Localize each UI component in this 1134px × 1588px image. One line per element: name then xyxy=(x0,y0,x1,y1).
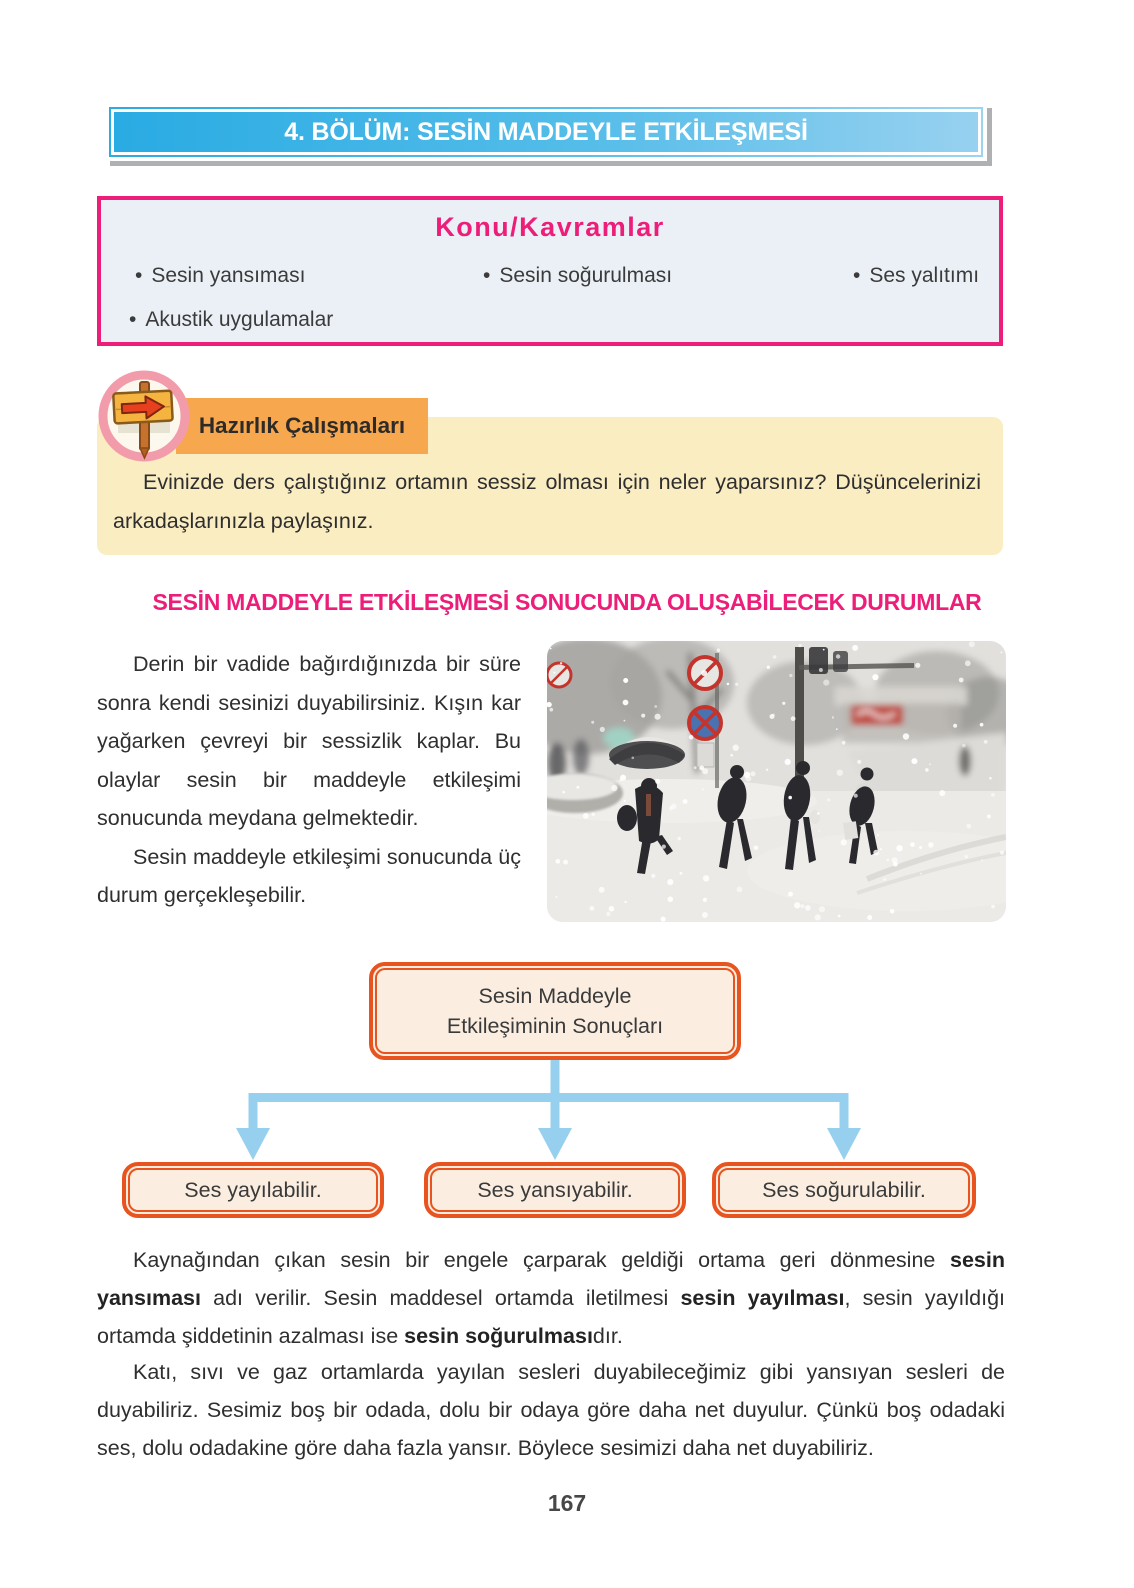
definitions-paragraph-text: Kaynağından çıkan sesin bir engele çarpa… xyxy=(97,1248,1005,1348)
prep-box: Evinizde ders çalıştığınız ortamın sessi… xyxy=(97,417,1003,555)
prep-label-text: Hazırlık Çalışmaları xyxy=(198,413,406,438)
signpost-arrow-icon xyxy=(98,370,190,462)
reflection-paragraph-text: Katı, sıvı ve gaz ortamlarda yayılan ses… xyxy=(97,1360,1005,1460)
diagram-child-box: Ses soğurulabilir. xyxy=(712,1162,976,1218)
topics-title: Konu/Kavramlar xyxy=(435,212,665,242)
topic-item: • Akustik uygulamalar xyxy=(129,308,333,332)
diagram-root-line2: Etkileşiminin Sonuçları xyxy=(446,1014,664,1038)
diagram-child-label: Ses soğurulabilir. xyxy=(762,1178,926,1202)
section-heading: SESİN MADDEYLE ETKİLEŞMESİ SONUCUNDA OLU… xyxy=(152,589,982,615)
chapter-title: 4. BÖLÜM: SESİN MADDEYLE ETKİLEŞMESİ xyxy=(284,117,808,146)
prep-label-tab: Hazırlık Çalışmaları xyxy=(176,398,428,454)
diagram-child-label: Ses yansıyabilir. xyxy=(477,1178,633,1202)
bullet: • xyxy=(135,264,143,287)
diagram-connector-arrows xyxy=(236,1060,861,1160)
diagram-child-box: Ses yayılabilir. xyxy=(122,1162,384,1218)
reflection-paragraph: Katı, sıvı ve gaz ortamlarda yayılan ses… xyxy=(97,1353,1005,1467)
intro-paragraph-1: Derin bir vadide bağırdığınızda bir süre… xyxy=(97,652,521,830)
winter-street-photo xyxy=(547,641,1006,922)
definitions-paragraph: Kaynağından çıkan sesin bir engele çarpa… xyxy=(97,1241,1005,1355)
bullet: • xyxy=(129,308,137,331)
bullet: • xyxy=(853,264,861,287)
topic-label: Sesin yansıması xyxy=(151,264,306,287)
diagram-child-label: Ses yayılabilir. xyxy=(184,1178,322,1202)
intro-paragraph-2: Sesin maddeyle etkileşimi sonucunda üç d… xyxy=(97,844,521,908)
topic-item: • Ses yalıtımı xyxy=(853,264,979,288)
topic-label: Sesin soğurulması xyxy=(499,264,673,287)
diagram-root-line1: Sesin Maddeyle xyxy=(478,984,632,1008)
intro-text-column: Derin bir vadide bağırdığınızda bir süre… xyxy=(97,645,521,915)
topic-label: Ses yalıtımı xyxy=(869,264,980,287)
chapter-banner-border: 4. BÖLÜM: SESİN MADDEYLE ETKİLEŞMESİ xyxy=(109,107,983,157)
prep-question: Evinizde ders çalıştığınız ortamın sessi… xyxy=(113,470,981,533)
topics-box: Konu/Kavramlar • Sesin yansıması • Sesin s… xyxy=(97,196,1003,346)
diagram-root-box: Sesin Maddeyle Etkileşiminin Sonuçları xyxy=(369,962,741,1060)
page-number: 167 xyxy=(547,1490,587,1516)
topic-label: Akustik uygulamalar xyxy=(145,308,334,331)
chapter-banner-inner-border: 4. BÖLÜM: SESİN MADDEYLE ETKİLEŞMESİ xyxy=(111,109,981,155)
topic-item: • Sesin soğurulması xyxy=(483,264,672,288)
topic-item: • Sesin yansıması xyxy=(135,264,305,288)
diagram-child-box: Ses yansıyabilir. xyxy=(424,1162,686,1218)
bullet: • xyxy=(483,264,491,287)
chapter-banner-fill: 4. BÖLÜM: SESİN MADDEYLE ETKİLEŞMESİ xyxy=(114,112,978,152)
chapter-banner: 4. BÖLÜM: SESİN MADDEYLE ETKİLEŞMESİ xyxy=(105,103,987,161)
